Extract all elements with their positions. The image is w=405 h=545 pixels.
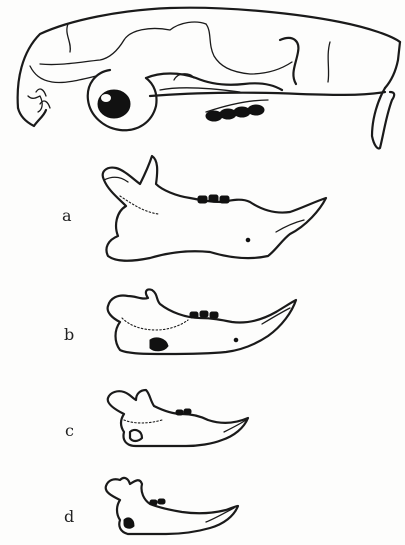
skull-zygomatic [146,74,282,91]
skull-lower-border [150,92,385,96]
mandible-d [106,478,238,534]
mandible-c [108,390,248,446]
mandible-c-teeth [176,409,191,415]
skull-zygomatic-inner [160,88,240,92]
skull-bulla [98,90,130,118]
skull-suture-3 [206,24,292,74]
skull-drawing [0,0,405,160]
skull-suture-4 [30,66,96,83]
mandible-a [103,156,326,261]
label-b: b [64,327,74,343]
mandible-b [108,289,296,354]
skull-molar-row [206,100,268,121]
mandible-d-teeth [150,499,165,505]
skull-rostrum [385,42,400,88]
mandible-a-teeth [198,195,229,203]
label-a: a [62,208,72,224]
skull-suture-2 [40,22,206,65]
skull-bulla-highlight [101,94,111,102]
mandible-b-teeth [190,311,218,318]
label-c: c [65,423,74,439]
skull-suture-1 [67,24,70,52]
label-d: d [64,509,74,525]
skull-suture-5 [328,42,330,82]
skull-occipital [18,108,46,126]
skull-ear-detail [36,89,50,108]
skull-incisor [372,88,394,149]
skull-infraorbital [280,38,298,84]
